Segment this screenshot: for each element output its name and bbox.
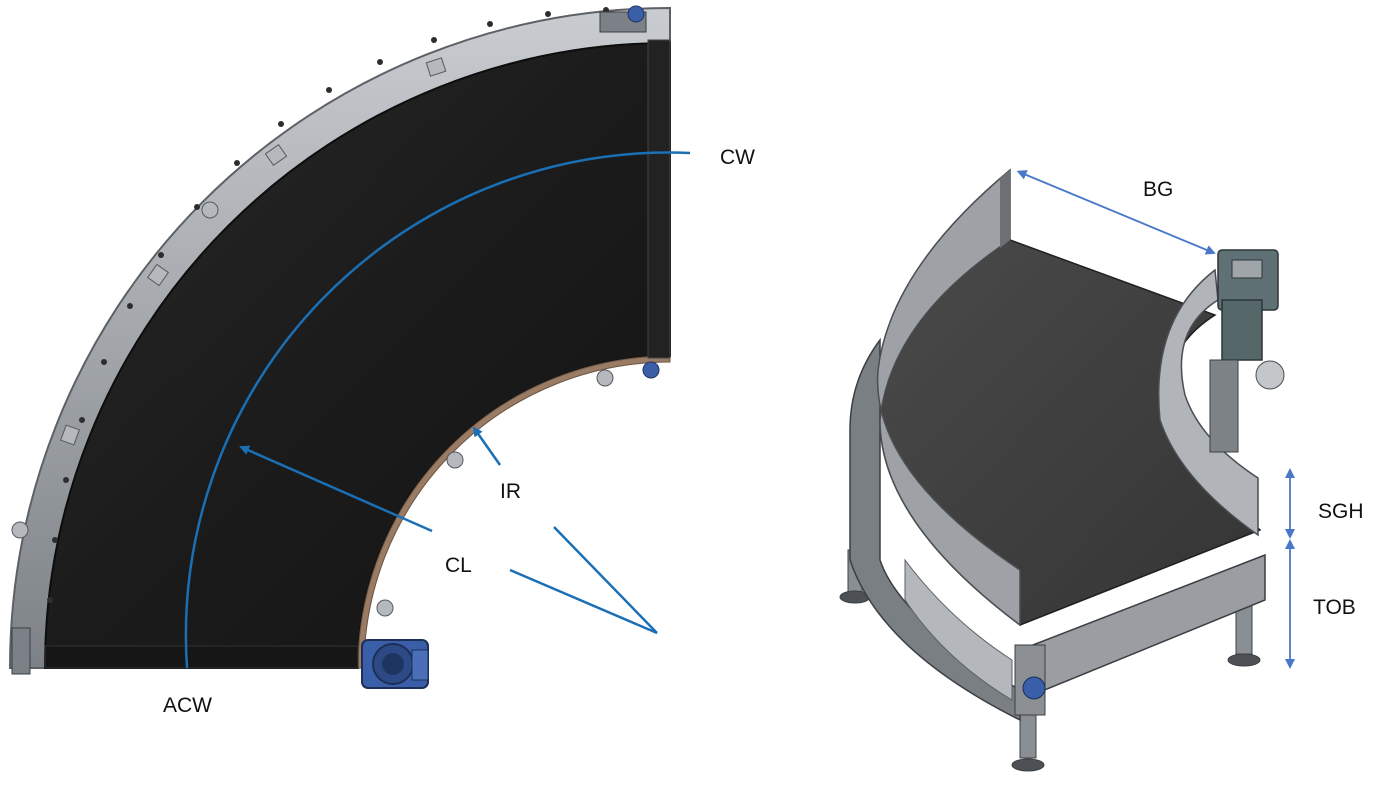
top-view-conveyor: CW ACW IR CL xyxy=(8,5,755,717)
inner-side-guide xyxy=(1157,268,1259,537)
end-clamp-left xyxy=(11,627,31,675)
label-ir: IR xyxy=(500,480,521,503)
mesh-guard xyxy=(904,558,1013,701)
end-clamp-top-knob xyxy=(627,5,645,23)
outer-side-guide xyxy=(876,168,1021,627)
label-cw: CW xyxy=(720,146,755,169)
guide-brackets xyxy=(11,57,614,617)
ir-arrow xyxy=(472,426,502,466)
label-bg: BG xyxy=(1143,178,1173,201)
frame-bolts xyxy=(47,7,609,603)
label-tob: TOB xyxy=(1313,596,1356,619)
inner-frame-edge xyxy=(357,355,671,669)
bearing-icon xyxy=(1022,676,1046,700)
iso-view-conveyor: BG SGH TOB xyxy=(839,168,1364,772)
outer-side-guide-back xyxy=(1000,170,1010,248)
gear-motor-icon xyxy=(1209,249,1285,453)
cl-arrow xyxy=(239,445,433,533)
label-acw: ACW xyxy=(163,694,212,717)
end-plate-top xyxy=(647,39,671,359)
label-sgh: SGH xyxy=(1318,500,1364,523)
cw-arc-line xyxy=(184,151,691,669)
cl-leader-1 xyxy=(509,568,658,635)
electric-motor-icon xyxy=(361,639,429,689)
end-plate-bottom xyxy=(44,645,359,669)
bg-dimension-arrow xyxy=(1016,170,1216,255)
label-cl: CL xyxy=(445,554,472,577)
cl-leader-2 xyxy=(553,526,658,634)
inner-end-knob xyxy=(642,361,660,379)
belt-surface xyxy=(43,41,671,669)
